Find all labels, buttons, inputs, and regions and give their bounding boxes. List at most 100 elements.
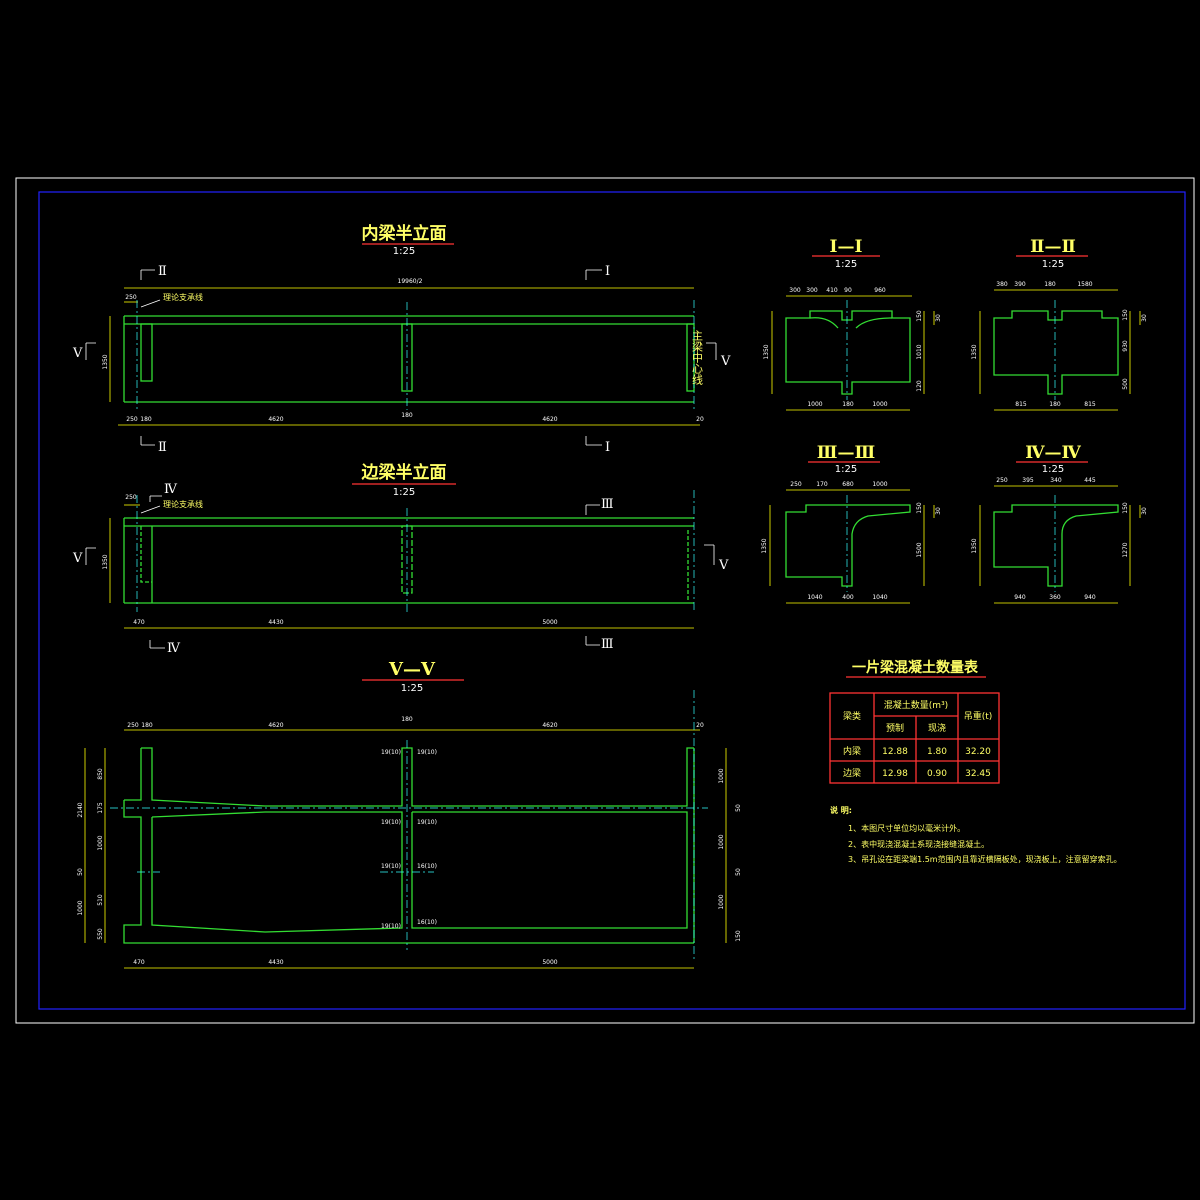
section-mark: Ⅳ: [167, 641, 181, 656]
section-mark: Ⅳ: [164, 482, 178, 497]
dim-label: 815: [1084, 401, 1096, 408]
dim-label: 1000: [718, 834, 725, 849]
dim-label: 180: [842, 401, 854, 408]
dim-label: 940: [1014, 594, 1026, 601]
dim-label: 1350: [102, 554, 109, 569]
dim-label: 470: [133, 619, 145, 626]
edge-beam-title: 边梁半立面: [361, 462, 447, 483]
dim-label: 500: [1122, 378, 1129, 390]
section-v-scale: 1:25: [401, 683, 423, 694]
inner-beam-title: 内梁半立面: [362, 223, 447, 244]
dim-label: 395: [1022, 477, 1034, 484]
dim-label: 815: [1015, 401, 1027, 408]
dim-label: 175: [97, 802, 104, 814]
section-ii-title: Ⅱ—Ⅱ: [1030, 237, 1076, 257]
dim-label: 4620: [542, 416, 557, 423]
dim-label: 400: [842, 594, 854, 601]
dim-label: 1270: [1122, 542, 1129, 557]
dim-label: 930: [1122, 340, 1129, 352]
quantity-table-title: 一片梁混凝土数量表: [852, 659, 979, 676]
dim-label: 550: [97, 928, 104, 940]
dim-label: 180: [1049, 401, 1061, 408]
table-cell: 1.80: [927, 747, 947, 757]
dim-label: 16(10): [417, 919, 437, 926]
dim-label: 1350: [971, 344, 978, 359]
dim-label: 250: [996, 477, 1008, 484]
dim-label: 300: [806, 287, 818, 294]
dim-label: 470: [133, 959, 145, 966]
dim-label: 510: [97, 894, 104, 906]
dim-label: 4620: [542, 722, 557, 729]
section-mark: Ⅱ: [158, 440, 167, 455]
note-item: 3、吊孔设在距梁端1.5m范围内且靠近横隔板处，现浇板上，注意留穿索孔。: [848, 854, 1122, 864]
section-v-title: Ⅴ—Ⅴ: [388, 659, 436, 680]
dim-label: 300: [789, 287, 801, 294]
dim-label: 180: [140, 416, 152, 423]
table-cell: 内梁: [843, 745, 861, 757]
dim-label: 680: [842, 481, 854, 488]
dim-label: 1000: [718, 894, 725, 909]
dim-label: 5000: [542, 619, 557, 626]
dim-label: 170: [816, 481, 828, 488]
table-header-precast: 预制: [886, 722, 904, 734]
dim-label: 1350: [761, 538, 768, 553]
table-cell: 0.90: [927, 769, 947, 779]
section-i-scale: 1:25: [835, 259, 857, 270]
dim-label: 90: [844, 287, 852, 294]
table-cell: 32.20: [965, 747, 991, 757]
dim-label: 19(10): [417, 749, 437, 756]
dim-label: 1000: [718, 768, 725, 783]
dim-label: 1040: [872, 594, 887, 601]
centerline-label: 主梁中心线: [691, 330, 704, 385]
section-i: Ⅰ—Ⅰ 1:25 300 300 410 90 960 1350 150 30 …: [763, 237, 942, 411]
dim-label: 1040: [807, 594, 822, 601]
table-cell: 12.98: [882, 769, 908, 779]
table-cell: 12.88: [882, 747, 908, 757]
dim-label: 1000: [872, 481, 887, 488]
dim-label: 50: [735, 868, 742, 876]
section-v-plan: Ⅴ—Ⅴ 1:25 250 180 4620 180 4620 20 19(10)…: [77, 659, 742, 969]
section-ii-scale: 1:25: [1042, 259, 1064, 270]
dim-label: 250: [125, 494, 137, 501]
dim-label: 1010: [916, 344, 923, 359]
outer-frame: [15, 177, 1195, 1024]
dim-label: 120: [916, 380, 923, 392]
dim-label: 50: [735, 804, 742, 812]
dim-label: 150: [1122, 502, 1129, 514]
dim-label: 30: [1141, 314, 1148, 322]
notes: 说 明: 1、本图尺寸单位均以毫米计外。 2、表中现浇混凝土系现浇接缝混凝土。 …: [830, 805, 1122, 864]
dim-label: 150: [916, 310, 923, 322]
support-line-label: 理论支承线: [163, 292, 203, 302]
dim-label: 250: [790, 481, 802, 488]
dim-label: 16(10): [417, 863, 437, 870]
notes-title: 说 明:: [830, 805, 852, 815]
dim-label: 180: [141, 722, 153, 729]
section-iv: Ⅳ—Ⅳ 1:25 250 395 340 445 1350 150 30 127…: [971, 443, 1148, 604]
dim-label: 2140: [77, 802, 84, 817]
dim-label: 150: [916, 502, 923, 514]
dim-label: 4430: [268, 619, 283, 626]
section-iii-scale: 1:25: [835, 464, 857, 475]
dim-label: 19(10): [381, 923, 401, 930]
quantity-table: 一片梁混凝土数量表 梁类 混凝土数量(m³) 预制 现浇 吊重(t) 内梁 12…: [829, 659, 1000, 784]
section-iv-title: Ⅳ—Ⅳ: [1025, 443, 1081, 463]
section-mark: Ⅴ: [718, 558, 729, 573]
dim-label: 360: [1049, 594, 1061, 601]
dim-label: 250: [125, 294, 137, 301]
inner-beam-elevation: 内梁半立面 1:25 Ⅱ Ⅰ Ⅱ Ⅰ Ⅴ Ⅴ 250 19960/2 理论支承线: [72, 223, 731, 455]
dim-label: 150: [1122, 309, 1129, 321]
dim-label: 1580: [1077, 281, 1092, 288]
section-iv-scale: 1:25: [1042, 464, 1064, 475]
table-cell: 32.45: [965, 769, 991, 779]
section-iii: Ⅲ—Ⅲ 1:25 250 170 680 1000 1350 150 30 15…: [761, 443, 942, 604]
dim-label: 1350: [102, 354, 109, 369]
dim-label: 850: [97, 768, 104, 780]
dim-label: 410: [826, 287, 838, 294]
dim-label: 180: [1044, 281, 1056, 288]
section-mark: Ⅴ: [72, 551, 83, 566]
section-iii-title: Ⅲ—Ⅲ: [817, 443, 875, 463]
table-header-weight: 吊重(t): [964, 710, 993, 722]
edge-beam-scale: 1:25: [393, 487, 415, 498]
section-mark: Ⅴ: [720, 354, 731, 369]
dim-label: 445: [1084, 477, 1096, 484]
